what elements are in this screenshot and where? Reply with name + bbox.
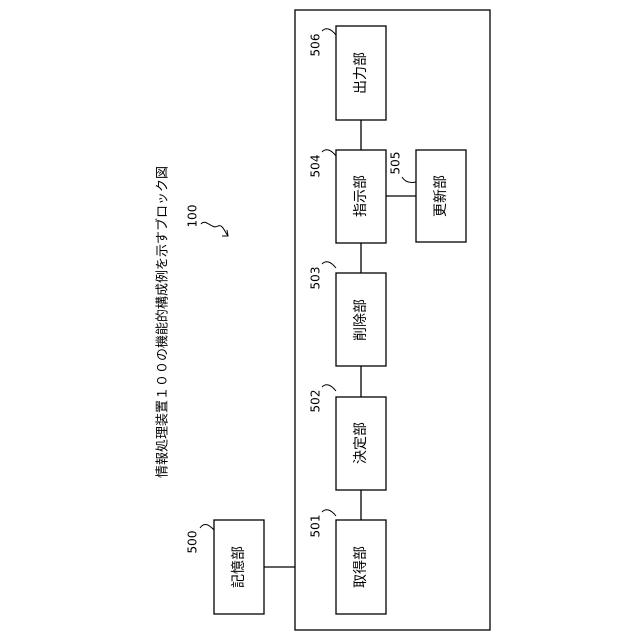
ref-500: 500: [186, 531, 200, 554]
block-501-label: 取得部: [352, 546, 369, 588]
ref-506: 506: [309, 34, 323, 57]
figure-caption: 情報処理装置１００の機能的構成例を示すブロック図: [155, 166, 171, 478]
leader-505: [402, 177, 416, 182]
ref-502: 502: [309, 390, 323, 413]
block-504: 指示部: [336, 150, 386, 243]
block-504-label: 指示部: [353, 175, 369, 217]
block-502: 決定部: [336, 397, 386, 490]
ref-504: 504: [309, 155, 323, 178]
block-503: 削除部: [336, 273, 386, 366]
system-ref-leader: [201, 222, 228, 236]
block-505-label: 更新部: [433, 175, 449, 217]
block-506: 出力部: [336, 26, 386, 120]
leader-501: [322, 510, 336, 516]
ref-503: 503: [309, 267, 323, 290]
apparatus-frame: [295, 10, 490, 630]
leader-502: [322, 385, 336, 391]
leader-500: [200, 524, 214, 530]
leader-503: [322, 262, 336, 268]
block-502-label: 決定部: [353, 422, 369, 464]
block-505: 更新部: [416, 150, 466, 242]
leader-506: [322, 29, 336, 35]
leader-504: [322, 150, 336, 156]
system-ref-label: 100: [186, 205, 200, 228]
ref-505: 505: [389, 152, 403, 175]
block-506-label: 出力部: [353, 52, 369, 94]
block-storage: 記憶部: [214, 520, 264, 614]
block-501: 取得部: [336, 520, 386, 614]
block-storage-label: 記憶部: [230, 546, 247, 588]
ref-501: 501: [309, 515, 323, 538]
block-503-label: 削除部: [353, 299, 369, 341]
